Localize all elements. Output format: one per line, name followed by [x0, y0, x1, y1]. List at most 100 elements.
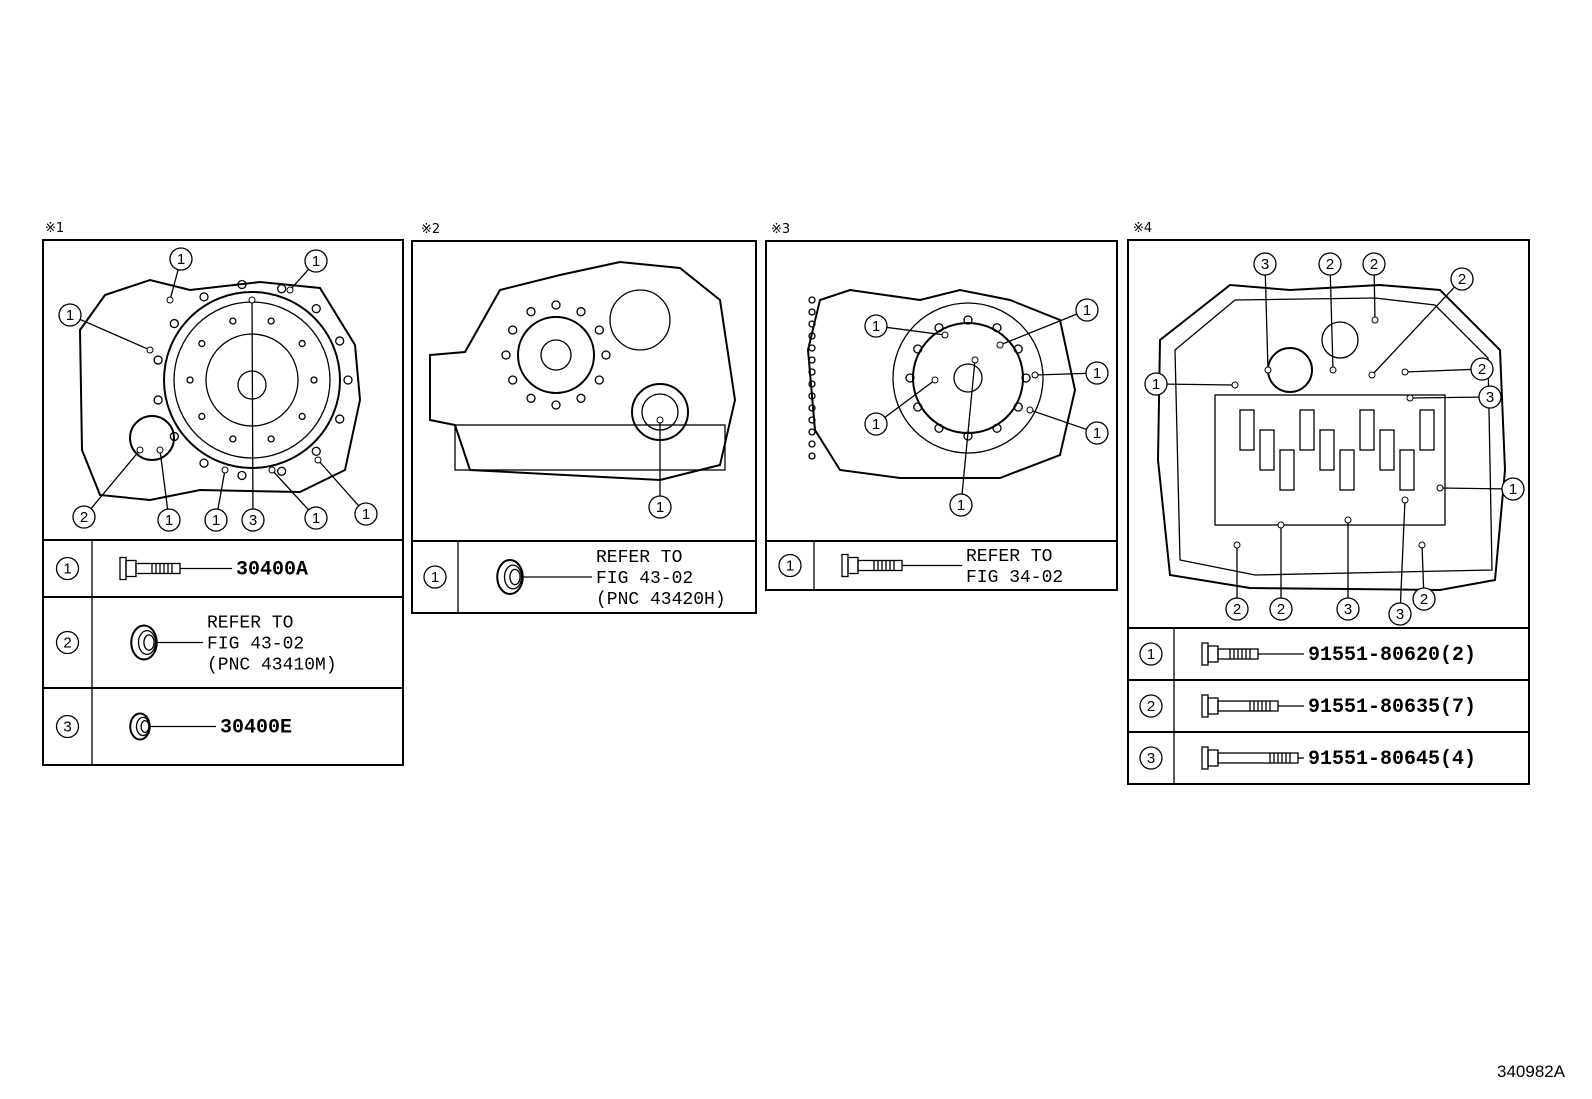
reference-text: REFER TO — [596, 548, 682, 568]
differential — [609, 289, 671, 351]
panel-frame — [765, 240, 1118, 591]
callout-circle — [1478, 385, 1502, 409]
flange-hole — [808, 296, 816, 304]
callout: 1 — [1031, 361, 1109, 385]
callout-number: 1 — [177, 251, 185, 268]
pan-gasket-outer — [1156, 283, 1507, 592]
item-number-circle — [778, 553, 802, 578]
callout-leader — [1034, 372, 1087, 376]
bolt-hole — [576, 393, 586, 403]
bolt-hole — [199, 292, 209, 302]
bolt-location — [931, 376, 939, 384]
callout-circle — [864, 412, 888, 436]
callout-circle — [1144, 372, 1168, 396]
callout-leader — [1404, 368, 1472, 373]
callout-leader — [271, 469, 310, 511]
bolt-hole — [311, 304, 321, 314]
bolt-location — [1031, 371, 1039, 379]
reference-text: (PNC 43410M) — [207, 656, 337, 676]
callout-number: 3 — [1486, 389, 1494, 406]
bolt-head — [1201, 642, 1209, 666]
valve-spool — [1239, 409, 1255, 451]
callout-circle — [1412, 587, 1436, 611]
accumulator — [1321, 321, 1359, 359]
pan-gasket-inner — [1174, 297, 1493, 576]
valve-spool — [1379, 429, 1395, 471]
hole — [310, 376, 318, 384]
seal-inner — [503, 564, 523, 590]
callout-circle — [157, 508, 181, 532]
callout-number: 2 — [1326, 256, 1334, 273]
callout: 2 — [1368, 267, 1474, 379]
bolt-hole — [199, 458, 209, 468]
bolt-hole — [551, 400, 561, 410]
callout-circle — [1336, 597, 1360, 621]
case-outline — [429, 260, 737, 482]
callout-leader — [79, 318, 151, 351]
callout-leader — [961, 359, 976, 495]
bolt-hole — [311, 446, 321, 456]
bolt-flange — [1207, 697, 1219, 715]
callout-leader — [1373, 274, 1376, 321]
callout-circle — [72, 505, 96, 529]
flange-hole — [808, 452, 816, 460]
accumulator — [1267, 347, 1313, 393]
housing-outline — [78, 278, 362, 502]
bolt-hole — [237, 279, 247, 290]
bolt-shank — [135, 562, 181, 575]
bolt-hole — [913, 402, 923, 412]
seal-bore — [140, 720, 150, 734]
flange-hole — [808, 308, 816, 316]
bolt-flange — [1207, 645, 1219, 663]
oil-pan — [454, 424, 726, 471]
transaxle-housing-front — [78, 278, 362, 502]
callout-number: 2 — [1458, 271, 1466, 288]
flange-hole — [808, 368, 816, 376]
item-number-circle — [55, 630, 80, 655]
bolt-location — [1401, 496, 1409, 504]
bolt-location — [1231, 381, 1239, 389]
valve-spool — [1419, 409, 1435, 451]
item-number-circle — [1139, 694, 1163, 718]
bolt-hole — [905, 373, 915, 383]
callout: 1 — [156, 446, 181, 532]
callout-circle — [354, 502, 378, 526]
callout-number: 1 — [66, 307, 74, 324]
bolt-location — [314, 456, 322, 464]
callout-leader — [1409, 396, 1480, 399]
hole — [298, 412, 306, 421]
bell-housing — [163, 291, 341, 469]
callout-number: 2 — [1233, 601, 1241, 618]
callout: 1 — [864, 376, 939, 436]
bolt-location — [941, 331, 949, 339]
valve-spool — [1279, 449, 1295, 491]
valve-spool — [1339, 449, 1355, 491]
hole — [267, 317, 275, 325]
callout-leader — [90, 449, 141, 509]
callout: 3 — [1336, 516, 1360, 621]
callout: 3 — [1253, 252, 1277, 374]
bolt-location — [1401, 368, 1409, 376]
callout-circle — [1450, 267, 1474, 291]
callout-circle — [1075, 298, 1099, 322]
panel-frame — [411, 240, 757, 614]
bolt-flange — [125, 559, 137, 578]
flange-hole — [808, 344, 816, 352]
callout: 2 — [1362, 252, 1386, 324]
item-number: 3 — [63, 719, 71, 736]
callout: 1 — [1436, 477, 1525, 501]
item-number-circle — [55, 556, 80, 581]
callout-number: 1 — [212, 512, 220, 529]
item-number-circle — [55, 714, 80, 739]
item-number: 1 — [1147, 646, 1155, 663]
callout-leader — [884, 379, 936, 418]
callout-circle — [1501, 477, 1525, 501]
callout-circle — [241, 508, 265, 532]
hole — [198, 412, 206, 421]
